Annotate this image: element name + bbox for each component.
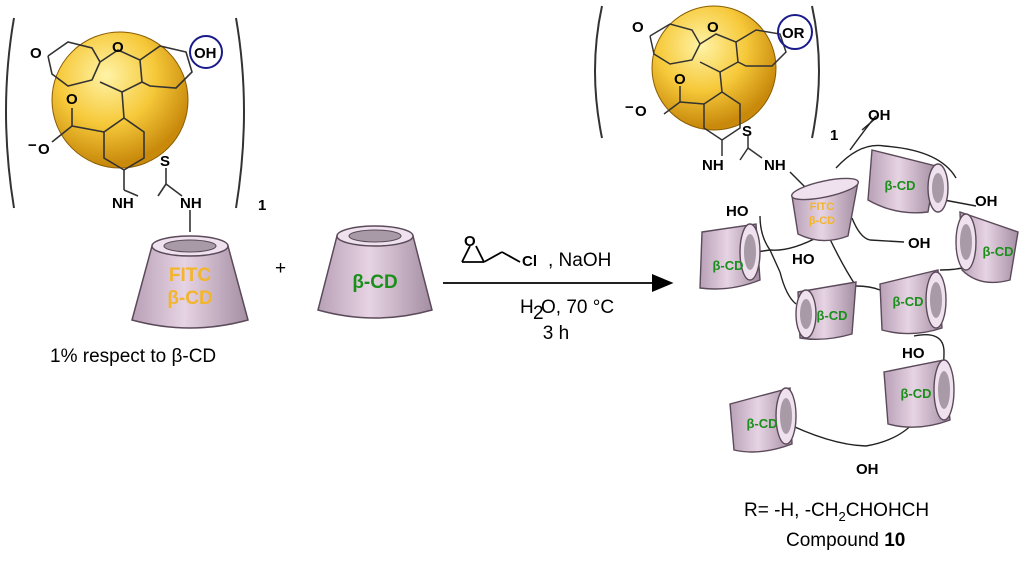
solvent-conditions: O, 70 °C (541, 297, 614, 318)
product-ring-o-label: O (707, 19, 719, 36)
epoxide-o-label: O (464, 233, 476, 250)
r-definition-prefix: R= -H, -CH (744, 500, 838, 521)
product-fitc-label-line2: β-CD (809, 215, 835, 227)
product-carboxylate-o-label: O (635, 103, 647, 120)
nh-right-label: NH (180, 195, 202, 212)
product-cd-label-7: β-CD (746, 416, 777, 431)
nh-left-label: NH (112, 195, 134, 212)
r-definition-sub: 2 (838, 509, 845, 524)
oh-label: OH (194, 45, 217, 62)
product-cone-left: β-CD (699, 223, 761, 290)
product-repeat-subscript: 1 (830, 127, 838, 144)
product-cone-bottom-left: β-CD (729, 387, 797, 453)
product-left-bracket (594, 5, 603, 139)
solvent-h: H (520, 297, 534, 318)
product-carboxylate-minus: − (625, 99, 634, 116)
carbonyl-o-label: O (66, 91, 78, 108)
product-thio-s-label: S (742, 123, 752, 140)
product-cd-label-6: β-CD (900, 386, 931, 401)
thio-s-label: S (160, 153, 170, 170)
beta-cd-label: β-CD (352, 272, 397, 293)
plus-sign: + (275, 258, 286, 279)
product-cone-bottom-right: β-CD (883, 359, 955, 428)
oh-highlight-circle (189, 35, 223, 69)
oh-label-right: OH (975, 193, 998, 210)
carboxylate-minus: − (28, 137, 37, 154)
ketone-o-label: O (30, 45, 42, 62)
fitc-cone-label-line1: FITC (169, 265, 211, 286)
product-compound-10: 1 O O OR O − O S NH NH (594, 5, 1019, 551)
left-bracket (5, 17, 15, 209)
right-bracket (235, 17, 245, 209)
product-nh-right-label: NH (764, 157, 786, 174)
oh-label-bottom: OH (856, 461, 879, 478)
product-cd-label-5: β-CD (892, 294, 923, 309)
ho-label-lower: HO (902, 345, 925, 362)
ring-o-label: O (112, 39, 124, 56)
compound-prefix: Compound (786, 530, 884, 551)
or-highlight-circle (777, 14, 813, 50)
product-fluorescein-skeleton (649, 23, 787, 161)
product-cd-label-2: β-CD (982, 244, 1013, 259)
fitc-beta-cd-reagent: 1 O O OH O − O S NH NH (5, 17, 266, 367)
reaction-arrow-group: O Cl , NaOH H 2 O, 70 °C 3 h (443, 233, 674, 344)
oh-label-top: OH (868, 107, 891, 124)
product-fitc-label-line1: FITC (810, 201, 834, 213)
compound-number: 10 (884, 530, 905, 551)
r-definition-rest: CHOHCH (846, 500, 929, 521)
compound-label: Compound 10 (786, 530, 905, 551)
or-label: OR (782, 25, 805, 42)
product-cone-top-right: β-CD (867, 149, 949, 214)
base-label: , NaOH (548, 250, 611, 271)
fitc-cd-cone (131, 235, 249, 329)
product-carbonyl-o-label: O (674, 71, 686, 88)
product-cone-center-right: β-CD (879, 269, 947, 335)
product-cone-fitc: FITC β-CD (791, 177, 859, 242)
chloride-label: Cl (522, 253, 537, 270)
fitc-cone-label-line2: β-CD (167, 288, 212, 309)
fitc-footnote: 1% respect to β-CD (50, 346, 216, 367)
product-nh-left-label: NH (702, 157, 724, 174)
oh-label-mid: OH (908, 235, 931, 252)
ho-label-mid: HO (792, 251, 815, 268)
product-right-bracket (811, 5, 820, 139)
fluorescein-skeleton (47, 41, 193, 197)
product-cd-label-3: β-CD (712, 258, 743, 273)
reaction-time: 3 h (543, 323, 569, 344)
epichlorohydrin-structure (461, 245, 521, 263)
product-ketone-o-label: O (632, 19, 644, 36)
product-cd-label-1: β-CD (884, 178, 915, 193)
beta-cd-reagent: β-CD (317, 225, 433, 319)
carboxylate-o-label: O (38, 141, 50, 158)
ho-label-left: HO (726, 203, 749, 220)
product-cone-center-low: β-CD (795, 281, 857, 341)
repeat-subscript: 1 (258, 197, 266, 214)
product-cone-far-right: β-CD (955, 211, 1019, 284)
product-cd-label-4: β-CD (816, 308, 847, 323)
solvent-sub: 2 (533, 303, 544, 324)
r-definition: R= -H, -CH2CHOHCH (744, 500, 929, 524)
